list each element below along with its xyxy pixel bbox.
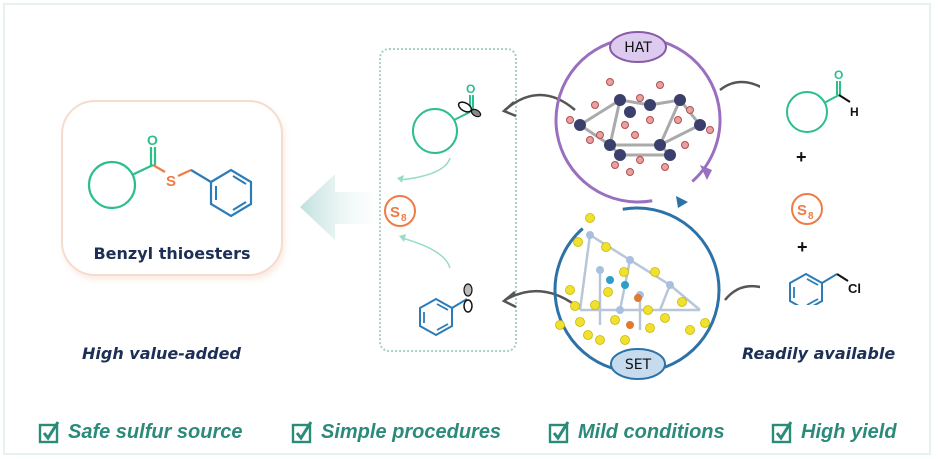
arrow-to-acyl xyxy=(504,93,576,111)
caption-readily-available: Readily available xyxy=(742,344,896,363)
aldehyde-oxygen: O xyxy=(834,68,843,82)
acyl-ring xyxy=(412,108,458,154)
benzyl-ring xyxy=(419,297,453,337)
aldehyde-ring xyxy=(786,91,828,133)
checkbox-checked-icon xyxy=(291,421,313,444)
acyl-oxygen: O xyxy=(466,82,475,96)
plus-sign-2: + xyxy=(797,237,808,257)
caption-high-value: High value-added xyxy=(82,344,241,363)
benzene-ring xyxy=(209,168,253,218)
carbonyl-oxygen: O xyxy=(147,132,158,148)
s8-reagent-symbol: S xyxy=(797,202,807,219)
checkbox-checked-icon xyxy=(771,421,793,444)
set-badge xyxy=(610,348,666,380)
benzyl-thioester-structure: O S xyxy=(87,132,253,218)
checkbox-checked-icon xyxy=(548,421,570,444)
feature-safe-sulfur: Safe sulfur source xyxy=(38,420,243,444)
arrow-to-benzyl xyxy=(504,289,576,307)
diagram-frame xyxy=(3,3,931,455)
chlorine-atom: Cl xyxy=(848,281,861,296)
feature-simple-procedures: Simple procedures xyxy=(291,420,501,444)
catalytic-cycles: HAT SET xyxy=(501,31,760,380)
features-row: Safe sulfur source Simple procedures Mil… xyxy=(0,420,938,450)
cycle-ring xyxy=(87,160,137,210)
aldehyde-hydrogen: H xyxy=(850,105,859,119)
reagents: O H + S 8 + Cl xyxy=(786,68,861,305)
feature-label: High yield xyxy=(801,420,897,443)
benzyl-chloride-ring xyxy=(789,272,823,305)
hat-label: HAT xyxy=(624,40,652,56)
feature-label: Mild conditions xyxy=(578,420,725,443)
s8-subscript: 8 xyxy=(401,213,407,224)
sulfur-atom: S xyxy=(166,173,176,190)
intermediates-diagram: O S 8 xyxy=(384,82,482,337)
s8-circle xyxy=(384,195,416,227)
product-arrow xyxy=(300,174,385,240)
product-label: Benzyl thioesters xyxy=(93,244,251,263)
feature-mild-conditions: Mild conditions xyxy=(548,420,725,444)
feature-label: Simple procedures xyxy=(321,420,502,443)
s8-symbol: S xyxy=(390,204,400,221)
feature-label: Safe sulfur source xyxy=(68,420,243,443)
plus-sign-1: + xyxy=(796,147,807,167)
polyoxometalate-catalyst xyxy=(566,78,714,176)
product-card: O S Benzyl thioesters xyxy=(61,100,283,276)
set-label: SET xyxy=(625,357,652,373)
sulfur-cluster-catalyst xyxy=(555,213,710,345)
feature-high-yield: High yield xyxy=(771,420,897,444)
checkbox-checked-icon xyxy=(38,421,60,444)
hat-badge xyxy=(609,31,667,63)
radical-orbital-icon-2 xyxy=(463,283,473,297)
s8-reagent-subscript: 8 xyxy=(808,211,814,222)
intermediate-box xyxy=(379,48,517,352)
s8-reagent-circle xyxy=(791,193,823,225)
